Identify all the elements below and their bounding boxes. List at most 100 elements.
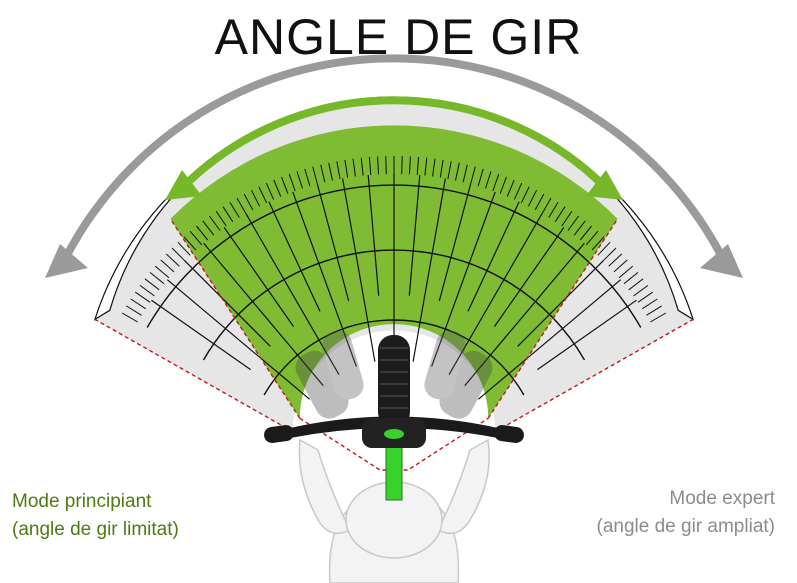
tick-mark — [613, 259, 628, 273]
tick-mark — [126, 305, 142, 316]
radial-line — [438, 183, 472, 302]
tick-mark — [416, 156, 420, 175]
radial-line — [517, 260, 604, 347]
tick-mark — [229, 202, 240, 218]
tick-mark — [637, 291, 654, 303]
tick-mark — [215, 210, 227, 227]
tick-mark — [447, 161, 452, 180]
tick-mark — [646, 305, 662, 316]
tick-mark — [623, 272, 639, 285]
tick-mark — [548, 202, 559, 218]
tick-mark — [149, 272, 165, 285]
tick-mark — [506, 179, 515, 197]
radial-line — [464, 242, 585, 387]
beginner-mode-label: Mode principiant (angle de gir limitat) — [12, 488, 179, 544]
tick-mark — [202, 220, 215, 236]
tick-mark — [477, 168, 484, 187]
beginner-mode-name: Mode principiant — [12, 491, 152, 512]
tick-mark — [573, 220, 586, 236]
rider-figure-icon — [298, 438, 490, 583]
tick-mark — [360, 157, 364, 176]
radial-line — [431, 191, 496, 367]
tick-mark — [130, 298, 147, 310]
tick-mark — [561, 210, 573, 227]
tick-mark — [520, 186, 530, 204]
tick-mark — [492, 173, 500, 192]
tick-mark — [527, 189, 538, 207]
tick-mark — [579, 225, 592, 241]
expert-range-arrow — [45, 54, 743, 278]
tick-mark — [165, 253, 180, 267]
beginner-range-arrow — [165, 96, 623, 200]
tick-mark — [368, 156, 372, 175]
tick-mark — [196, 225, 209, 241]
tick-mark — [499, 176, 507, 194]
tick-mark — [650, 312, 667, 323]
tick-mark — [243, 193, 254, 211]
expert-mode-name: Mode expert — [669, 488, 775, 509]
radial-line — [292, 191, 357, 367]
tick-mark — [608, 253, 623, 267]
tick-mark — [618, 265, 634, 279]
tick-mark — [304, 168, 311, 187]
tick-mark — [134, 291, 151, 303]
boundary-lines — [94, 218, 694, 471]
tick-mark — [320, 164, 326, 183]
radial-line — [342, 178, 376, 362]
protractor-radials — [151, 174, 637, 400]
tick-mark — [208, 215, 221, 231]
protractor-arcs — [146, 184, 642, 396]
tick-mark — [554, 206, 566, 223]
tick-mark — [462, 164, 468, 183]
protractor-ticks — [121, 156, 667, 323]
protractor-arc — [263, 319, 525, 396]
radial-line — [467, 201, 520, 312]
tick-mark — [160, 259, 175, 273]
tick-mark — [222, 206, 234, 223]
tick-mark — [633, 284, 649, 297]
tick-mark — [189, 230, 203, 246]
tick-mark — [439, 159, 444, 178]
expert-mode-label: Mode expert (angle de gir ampliat) — [597, 485, 775, 541]
tick-mark — [177, 241, 191, 256]
tick-mark — [258, 186, 268, 204]
tick-mark — [281, 176, 289, 194]
tick-mark — [273, 179, 282, 197]
tick-mark — [401, 156, 403, 175]
radial-line — [223, 227, 295, 327]
tick-mark — [585, 230, 599, 246]
tick-mark — [409, 156, 411, 175]
radial-line — [203, 242, 324, 387]
tick-mark — [144, 278, 160, 291]
tick-mark — [121, 312, 138, 323]
tick-mark — [312, 166, 318, 185]
tick-mark — [236, 197, 247, 214]
tick-mark — [591, 236, 605, 251]
radial-line — [166, 279, 311, 400]
radial-line — [477, 279, 622, 400]
expert-mode-detail: (angle de gir ampliat) — [596, 516, 775, 537]
tick-mark — [470, 166, 476, 185]
tick-mark — [377, 156, 379, 175]
radial-line — [493, 227, 565, 327]
tick-mark — [139, 284, 155, 297]
radial-line — [184, 260, 271, 347]
bike-handlebar-icon — [264, 335, 524, 501]
tick-mark — [432, 158, 436, 177]
tick-mark — [296, 171, 303, 189]
tick-mark — [154, 265, 170, 279]
tick-mark — [288, 173, 296, 192]
tick-mark — [641, 298, 658, 310]
tick-mark — [344, 159, 349, 178]
radial-line — [408, 175, 421, 296]
tick-mark — [265, 182, 275, 200]
tick-mark — [328, 162, 333, 181]
tick-mark — [385, 156, 387, 175]
tick-mark — [628, 278, 644, 291]
radial-line — [151, 299, 251, 371]
tick-mark — [336, 161, 341, 180]
radial-line — [412, 178, 446, 362]
tick-mark — [534, 193, 545, 211]
tick-mark — [567, 215, 580, 231]
